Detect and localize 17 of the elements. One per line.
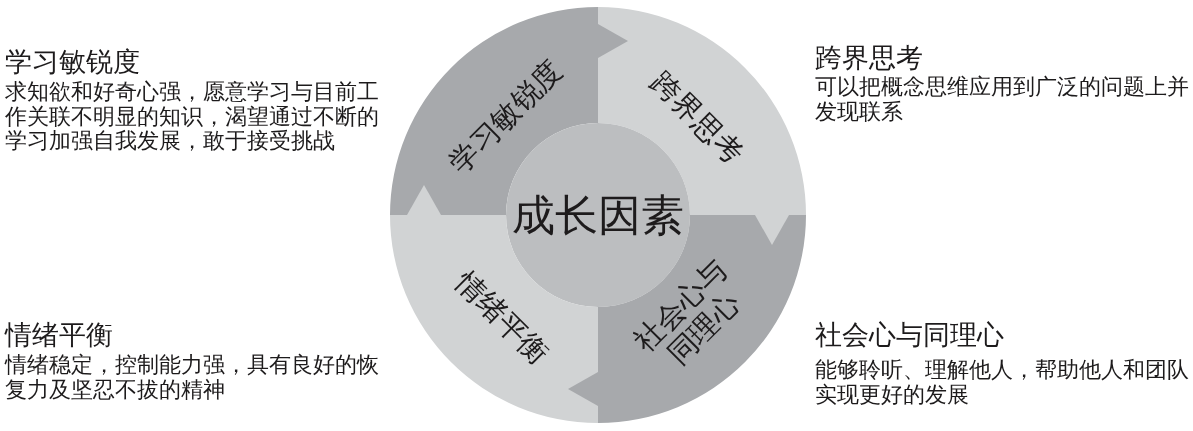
heading: 情绪平衡 <box>5 319 113 351</box>
arrow <box>755 215 789 245</box>
description-text: 求知欲和好奇心强，愿意学习与目前工作关联不明显的知识，渴望通过不断的学习加强自我发展，敢于接受挑战 <box>5 80 380 154</box>
description-text: 情绪稳定，控制能力强，具有良好的恢复力及坚忍不拔的精神 <box>5 353 380 402</box>
description-text: 能够聆听、理解他人，帮助他人和团队实现更好的发展 <box>815 358 1190 407</box>
arrow <box>598 24 628 58</box>
heading: 学习敏锐度 <box>5 46 140 78</box>
arrow <box>407 185 441 215</box>
segment-label: 情绪平衡 <box>449 265 555 371</box>
segment-label: 跨界思考 <box>644 65 750 171</box>
center-label: 成长因素 <box>512 190 684 240</box>
segment-label: 社会心与同理心 <box>625 250 748 374</box>
segment-label: 学习敏锐度 <box>443 54 569 180</box>
description-text: 可以把概念思维应用到广泛的问题上并发现联系 <box>815 75 1190 124</box>
heading: 社会心与同理心 <box>815 319 1004 351</box>
heading: 跨界思考 <box>815 42 923 74</box>
arrow <box>568 372 598 406</box>
